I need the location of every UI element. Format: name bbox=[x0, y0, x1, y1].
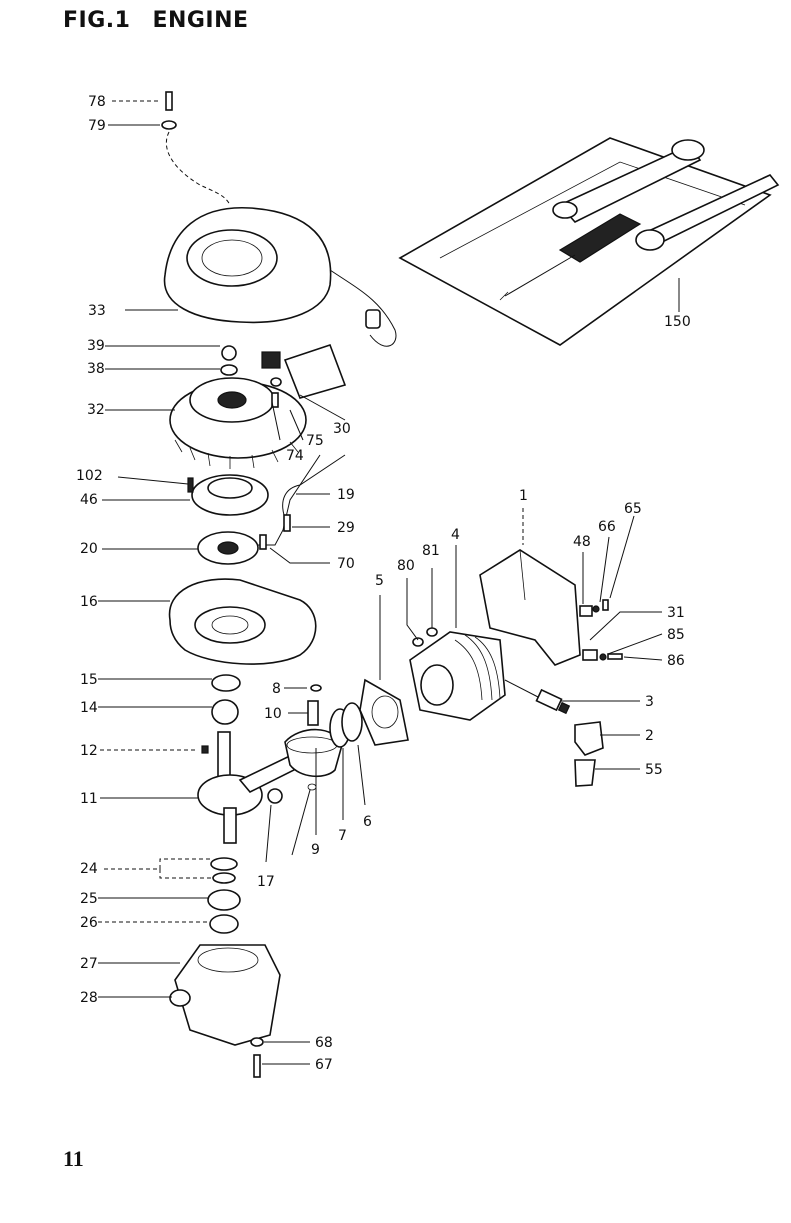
bracket-icon bbox=[580, 606, 592, 616]
part-label: 8 bbox=[272, 681, 281, 697]
terminal-icon bbox=[284, 515, 290, 531]
piston-ring-icon bbox=[342, 703, 362, 741]
part-label: 33 bbox=[88, 303, 106, 319]
part-label: 68 bbox=[315, 1035, 333, 1051]
part-label: 27 bbox=[80, 956, 98, 972]
part-label: 17 bbox=[257, 874, 275, 890]
tool-kit-icon bbox=[400, 138, 778, 345]
part-label: 75 bbox=[306, 433, 324, 449]
clip-icon bbox=[308, 784, 316, 790]
bearing-icon bbox=[208, 890, 240, 910]
part-label: 1 bbox=[519, 488, 528, 504]
part-label: 86 bbox=[667, 653, 685, 669]
piston-pin-icon bbox=[308, 701, 318, 725]
clip-icon bbox=[311, 685, 321, 691]
part-label: 48 bbox=[573, 534, 591, 550]
part-label: 16 bbox=[80, 594, 98, 610]
crankcase-icon bbox=[170, 945, 280, 1045]
cylinder-icon bbox=[410, 628, 505, 720]
part-label: 70 bbox=[337, 556, 355, 572]
part-label: 150 bbox=[664, 314, 691, 330]
part-label: 15 bbox=[80, 672, 98, 688]
part-label: 79 bbox=[88, 118, 106, 134]
part-label: 11 bbox=[80, 791, 98, 807]
part-label: 31 bbox=[667, 605, 685, 621]
part-label: 10 bbox=[264, 706, 282, 722]
part-label: 9 bbox=[311, 842, 320, 858]
part-label: 12 bbox=[80, 743, 98, 759]
part-label: 38 bbox=[87, 361, 105, 377]
part-label: 19 bbox=[337, 487, 355, 503]
bolt-icon bbox=[254, 1055, 260, 1077]
screw-icon bbox=[603, 600, 608, 610]
needle-bearing-icon bbox=[268, 789, 282, 803]
part-label: 67 bbox=[315, 1057, 333, 1073]
gasket-icon bbox=[360, 680, 408, 745]
part-label: 6 bbox=[363, 814, 372, 830]
washer-icon bbox=[271, 378, 281, 386]
part-label: 28 bbox=[80, 990, 98, 1006]
part-label: 24 bbox=[80, 861, 98, 877]
part-label: 2 bbox=[645, 728, 654, 744]
page-number: 11 bbox=[63, 1146, 84, 1172]
crankcase-cover-icon bbox=[170, 579, 316, 664]
shim-icon bbox=[211, 858, 237, 870]
fan-cup-icon bbox=[188, 475, 268, 515]
part-label: 85 bbox=[667, 627, 685, 643]
screw-icon bbox=[260, 535, 266, 549]
oil-seal-icon bbox=[212, 675, 240, 691]
part-label: 32 bbox=[87, 402, 105, 418]
oil-seal-icon bbox=[210, 915, 238, 933]
part-label: 65 bbox=[624, 501, 642, 517]
part-label: 74 bbox=[286, 448, 304, 464]
washer-icon bbox=[600, 654, 606, 660]
bolt-icon bbox=[162, 92, 230, 205]
plug-cap-icon bbox=[575, 722, 603, 755]
part-label: 14 bbox=[80, 700, 98, 716]
washer-icon bbox=[593, 606, 599, 612]
part-label: 3 bbox=[645, 694, 654, 710]
plug-boot-icon bbox=[575, 760, 595, 786]
shim-icon bbox=[213, 873, 235, 883]
part-label: 55 bbox=[645, 762, 663, 778]
washer-icon bbox=[251, 1038, 263, 1046]
part-label: 5 bbox=[375, 573, 384, 589]
part-label: 7 bbox=[338, 828, 347, 844]
part-label: 80 bbox=[397, 558, 415, 574]
recoil-starter-icon bbox=[165, 208, 396, 346]
part-label: 102 bbox=[76, 468, 103, 484]
part-label: 20 bbox=[80, 541, 98, 557]
bearing-icon bbox=[212, 700, 238, 724]
part-label: 46 bbox=[80, 492, 98, 508]
part-label: 30 bbox=[333, 421, 351, 437]
nut-icon bbox=[222, 346, 236, 360]
part-label: 81 bbox=[422, 543, 440, 559]
part-label: 25 bbox=[80, 891, 98, 907]
part-label: 78 bbox=[88, 94, 106, 110]
part-label: 4 bbox=[451, 527, 460, 543]
washer-icon bbox=[221, 365, 237, 375]
clamp-icon bbox=[583, 650, 597, 660]
screw-icon bbox=[608, 654, 622, 659]
key-icon bbox=[202, 746, 208, 753]
part-label: 26 bbox=[80, 915, 98, 931]
part-label: 39 bbox=[87, 338, 105, 354]
part-label: 29 bbox=[337, 520, 355, 536]
spark-plug-icon bbox=[505, 680, 569, 713]
part-label: 66 bbox=[598, 519, 616, 535]
